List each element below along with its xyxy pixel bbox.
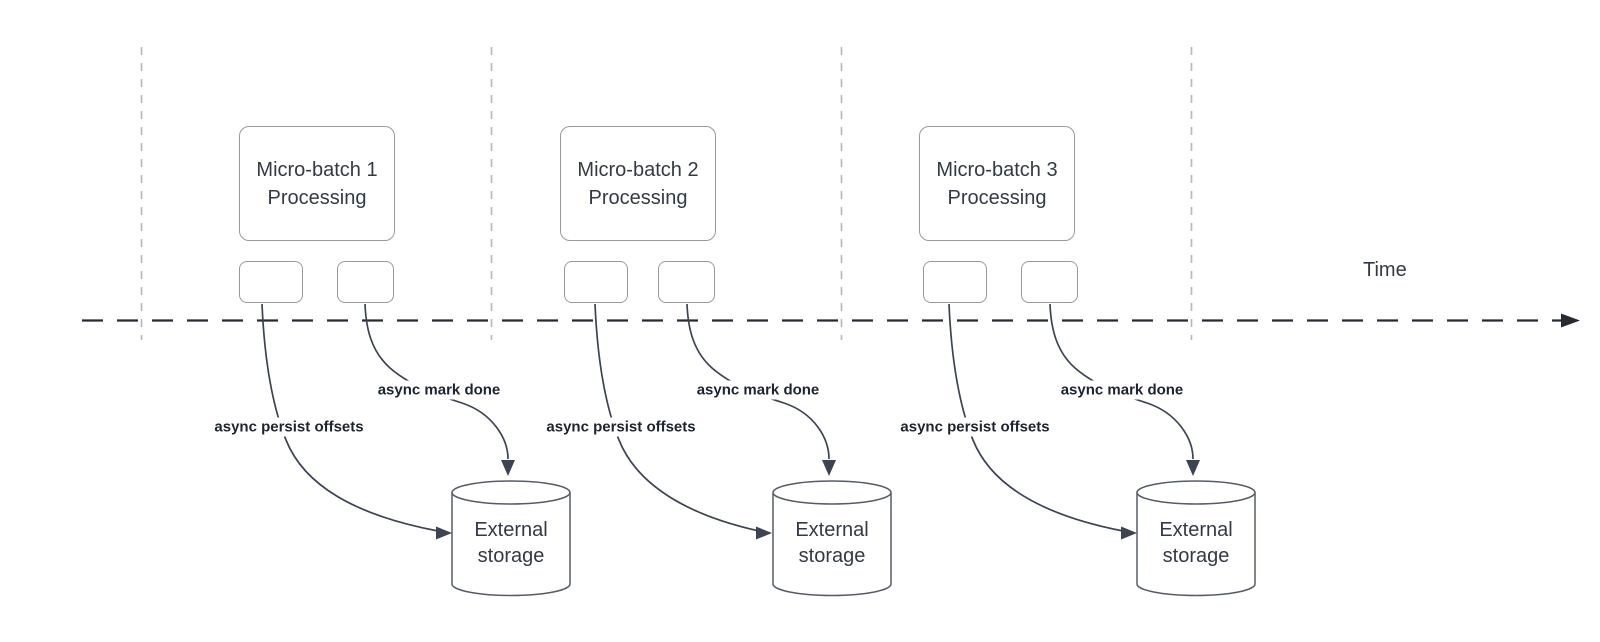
async-persist-offsets-label-3: async persist offsets [897,417,1053,437]
async-persist-offsets-label-2: async persist offsets [543,417,699,437]
done-arrowhead-3-icon [1186,460,1200,476]
microbatch-1-processing-node: Micro-batch 1 Processing [239,126,395,241]
cylinder-top-1 [451,480,571,505]
async-persist-offsets-label-1: async persist offsets [211,417,367,437]
time-axis-label: Time [1363,259,1407,281]
persist-offsets-port-3 [923,261,987,303]
persist-offsets-port-2 [564,261,628,303]
persist-arrowhead-1-icon [436,526,452,540]
cylinder-body-3 [1136,492,1256,597]
done-arrowhead-2-icon [822,460,836,476]
external-storage-label-2: External storage [773,508,891,578]
cylinder-body-2 [772,492,892,597]
persist-connector-1 [261,303,439,532]
mark-done-port-1 [337,261,394,303]
persist-connector-3 [948,303,1124,532]
cylinder-top-3 [1136,480,1256,505]
node-title-line2: Processing [947,186,1047,209]
storage-cylinder-1 [451,480,571,597]
external-storage-label-3: External storage [1137,508,1255,578]
node-title-line1: Micro-batch 2 [577,158,699,181]
storage-line2: storage [477,545,545,567]
storage-line1: External [474,519,548,541]
persist-arrowhead-3-icon [1121,526,1137,540]
microbatch-2-processing-node: Micro-batch 2 Processing [560,126,716,241]
persist-offsets-port-1 [239,261,303,303]
persist-arrowhead-2-icon [756,526,772,540]
mark-done-port-3 [1021,261,1078,303]
storage-line2: storage [1162,545,1230,567]
node-title-line1: Micro-batch 3 [936,158,1058,181]
async-mark-done-label-1: async mark done [374,380,504,400]
storage-cylinder-3 [1136,480,1256,597]
node-title-line2: Processing [267,186,367,209]
persist-connector-2 [594,303,760,532]
external-storage-label-1: External storage [452,508,570,578]
storage-line2: storage [798,545,866,567]
storage-cylinder-2 [772,480,892,597]
storage-line1: External [795,519,869,541]
async-mark-done-label-3: async mark done [1057,380,1187,400]
cylinder-top-2 [772,480,892,505]
mark-done-port-2 [658,261,715,303]
time-axis-arrowhead-icon [1561,313,1580,328]
done-arrowhead-1-icon [501,460,515,476]
storage-line1: External [1159,519,1233,541]
microbatch-3-processing-node: Micro-batch 3 Processing [919,126,1075,241]
node-title-line2: Processing [588,186,688,209]
cylinder-body-1 [451,492,571,597]
node-title-line1: Micro-batch 1 [256,158,378,181]
async-mark-done-label-2: async mark done [693,380,823,400]
